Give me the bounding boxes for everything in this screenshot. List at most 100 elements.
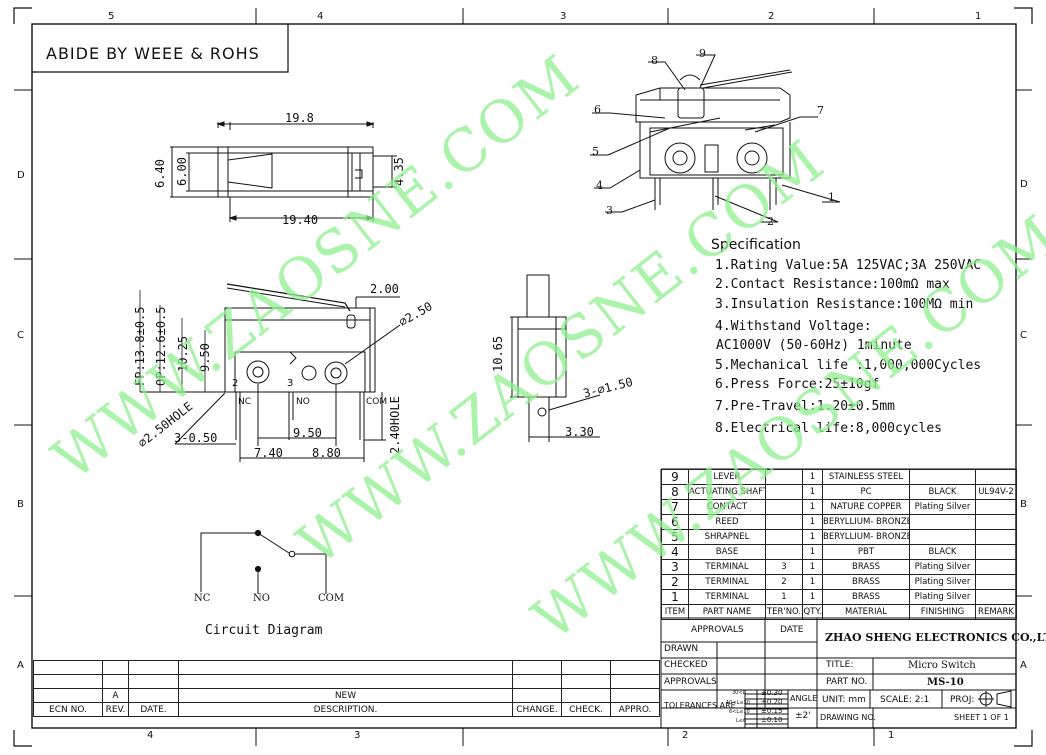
bom-cell-material: BERYLLIUM- BRONZE	[822, 529, 910, 545]
bom-cell-item: 7	[661, 499, 689, 515]
bom-cell-finishing: BLACK	[909, 484, 976, 500]
tb-unit: UNIT: mm	[822, 695, 866, 705]
bom-cell-material: PBT	[822, 544, 910, 560]
tb-tol-value-3: ±0.15	[761, 707, 783, 715]
rev-date	[128, 688, 179, 703]
dim-side-10-65: 10.65	[491, 335, 505, 372]
bom-cell-remark	[975, 529, 1017, 545]
front-view-drawing	[139, 283, 401, 462]
bom-cell-ter-no: 3	[765, 559, 803, 575]
circuit-drawing	[200, 529, 327, 594]
tb-drawing-no: DRAWING NO.	[820, 713, 876, 722]
bom-cell-ter-no	[765, 469, 803, 485]
bom-header-part-name: PART NAME	[688, 604, 766, 620]
bom-cell-material: BERYLLIUM- BRONZE	[822, 514, 910, 530]
bom-cell-item: 1	[661, 589, 689, 605]
grid-bottom-4: 4	[147, 730, 154, 741]
revision-blank-row	[33, 660, 660, 675]
spec-item-5: 5.Mechanical life :1,000,000Cycles	[715, 358, 982, 373]
dim-top-6-40: 6.40	[153, 159, 167, 188]
bom-cell-remark	[975, 589, 1017, 605]
tb-title-label: TITLE:	[826, 660, 854, 670]
spec-title: Specification	[711, 237, 801, 253]
dim-top-6-00: 6.00	[175, 157, 189, 186]
grid-bottom-3: 3	[354, 730, 361, 741]
tb-tol-range-1: 30<L	[732, 690, 746, 696]
dim-top-19-8: 19.8	[285, 111, 314, 125]
dim-front-op: OP:12.6±0.5	[154, 306, 168, 386]
callout-2: 2	[767, 215, 774, 228]
grid-top-5: 5	[108, 11, 115, 22]
dim-front-9-50b: 9.50	[293, 426, 322, 440]
dim-top-4-35: 4.35	[392, 157, 406, 186]
bom-cell-part-name: SHRAPNEL	[688, 529, 766, 545]
bom-cell-qty: 1	[802, 589, 823, 605]
spec-item-1: 1.Rating Value:5A 125VAC;3A 250VAC	[715, 258, 982, 273]
weee-rohs-notice: ABIDE BY WEEE & ROHS	[46, 44, 260, 63]
bom-cell-material: STAINLESS STEEL	[822, 469, 910, 485]
bom-cell-finishing: Plating Silver	[909, 574, 976, 590]
spec-item-2: 2.Contact Resistance:100mΩ max	[715, 277, 950, 292]
front-label-com: COM	[366, 397, 388, 407]
dim-front-8-80: 8.80	[312, 446, 341, 460]
dim-front-2-40-hole: 2.40HOLE	[388, 396, 402, 454]
revision-row: A NEW	[33, 688, 660, 703]
tb-company: ZHAO SHENG ELECTRONICS CO.,LTD	[825, 631, 1046, 644]
rev-header-appro: APPRO.	[610, 702, 660, 717]
callout-1: 1	[828, 191, 835, 204]
projection-symbol-icon	[978, 690, 1012, 708]
bom-cell-ter-no	[765, 529, 803, 545]
bom-cell-ter-no	[765, 499, 803, 515]
grid-bottom-2: 2	[682, 730, 689, 741]
bom-cell-part-name: BASE	[688, 544, 766, 560]
dim-front-2-00: 2.00	[370, 282, 399, 296]
bom-cell-item: 9	[661, 469, 689, 485]
dim-front-3-0-50: 3-0.50	[174, 431, 218, 445]
grid-right-c: C	[1020, 330, 1027, 341]
tb-title-value: Micro Switch	[908, 660, 976, 671]
grid-left-c: C	[17, 330, 24, 341]
front-pin-2: 2	[232, 378, 239, 389]
grid-top-4: 4	[317, 11, 324, 22]
dim-front-7-40: 7.40	[254, 446, 283, 460]
bom-header-remark: REMARK	[975, 604, 1017, 620]
spec-item-8: 8.Electrical life:8,000cycles	[715, 421, 942, 436]
rev-header-rev: REV.	[102, 702, 129, 717]
rev-header-change: CHANGE.	[512, 702, 562, 717]
bom-cell-qty: 1	[802, 469, 823, 485]
bom-cell-material: BRASS	[822, 574, 910, 590]
grid-right-a: A	[1020, 660, 1027, 671]
bom-cell-remark	[975, 559, 1017, 575]
tb-tol-range-3: 6<L≤10	[729, 709, 750, 715]
bom-cell-finishing	[909, 469, 976, 485]
bom-cell-finishing	[909, 529, 976, 545]
callout-3: 3	[606, 204, 613, 217]
tb-tol-value-1: ±0.30	[761, 689, 783, 697]
revision-blank-row	[33, 674, 660, 689]
tb-tol-range-4: L≤6	[736, 718, 747, 724]
bom-cell-finishing	[909, 514, 976, 530]
side-view-drawing	[510, 274, 601, 442]
tb-sheet: SHEET 1 OF 1	[954, 713, 1009, 722]
tb-approvals-header: APPROVALS	[691, 625, 744, 635]
bom-cell-part-name: REED	[688, 514, 766, 530]
bom-cell-material: NATURE COPPER	[822, 499, 910, 515]
revision-table: A NEW ECN NO. REV. DATE. DESCRIPTION. CH…	[33, 660, 660, 717]
bom-cell-ter-no	[765, 514, 803, 530]
grid-right-d: D	[1020, 179, 1028, 190]
circuit-title: Circuit Diagram	[205, 623, 323, 638]
tb-tol-range-2: 10<L≤30	[726, 700, 750, 706]
rev-ecn	[33, 688, 103, 703]
rev-change	[512, 688, 562, 703]
bom-cell-material: BRASS	[822, 589, 910, 605]
bom-header-item: ITEM	[661, 604, 689, 620]
bom-cell-item: 6	[661, 514, 689, 530]
